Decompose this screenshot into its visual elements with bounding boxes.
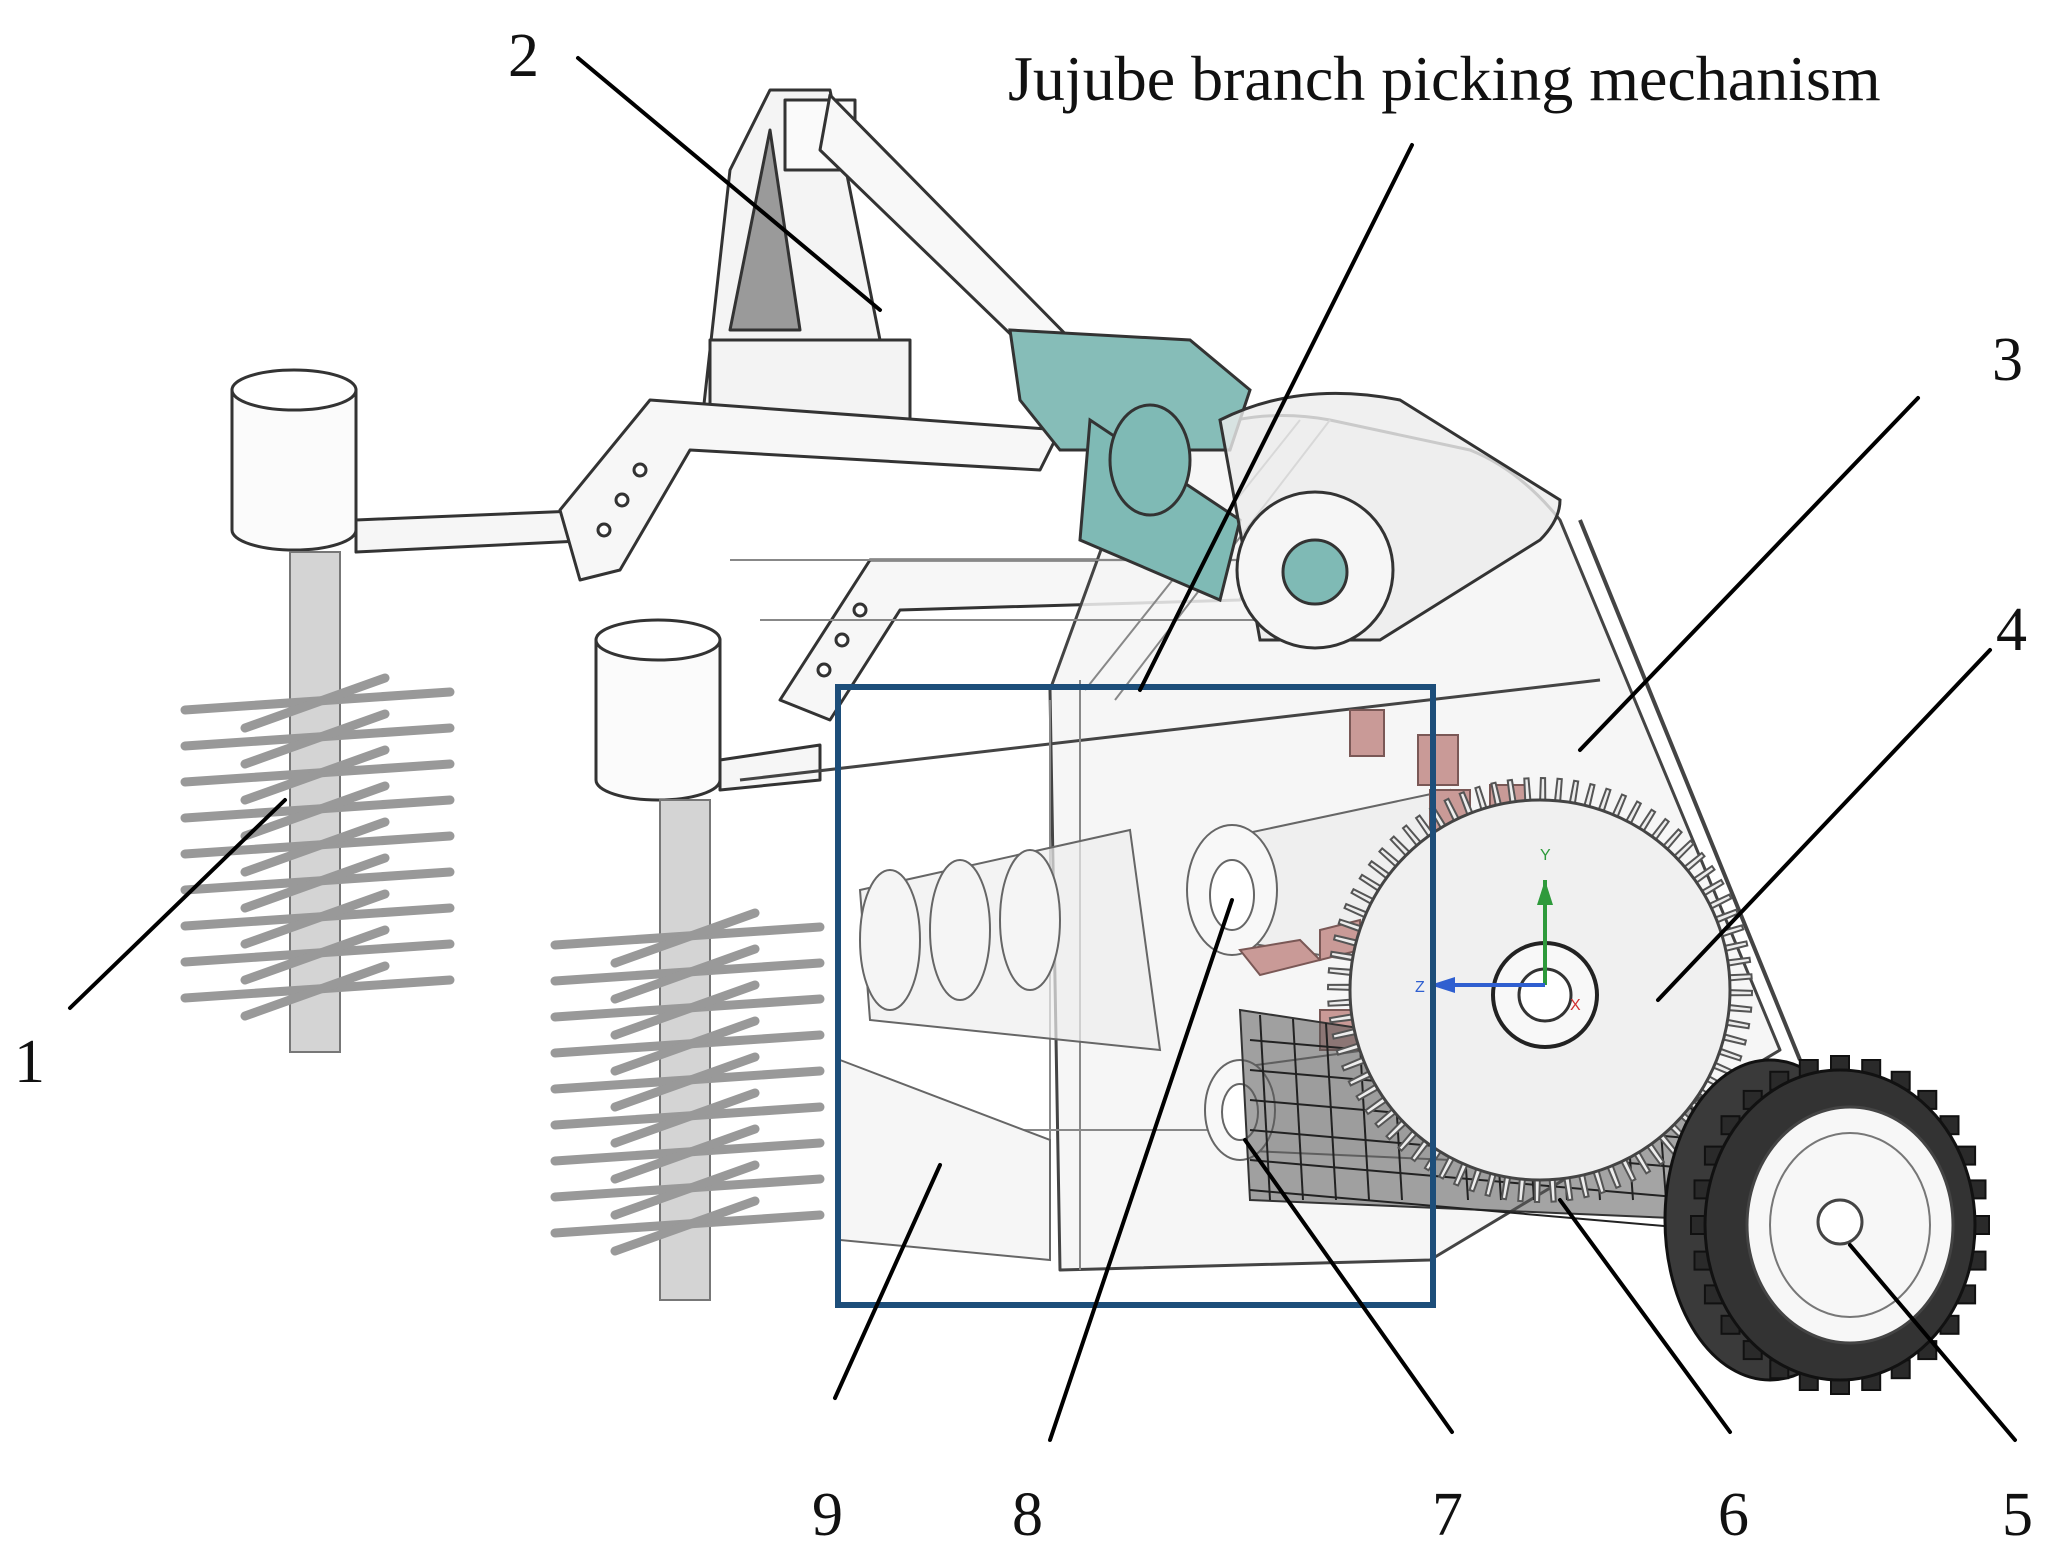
- middle-bristle: [610, 1088, 760, 1148]
- belt-pulley: [1218, 391, 1562, 650]
- brush-shaker-middle: [550, 618, 825, 1301]
- label-1: 1: [14, 1028, 45, 1096]
- mesh-line: [1259, 1014, 1271, 1201]
- leader-line-3: [1578, 396, 1920, 752]
- axis-y-label: Y: [1540, 847, 1551, 864]
- middle-bristle: [610, 1160, 760, 1220]
- leader-line-6: [1558, 1198, 1732, 1434]
- leader-line-2: [576, 56, 882, 312]
- motor-end: [1108, 403, 1192, 517]
- mesh-line: [1292, 1018, 1304, 1201]
- left-bristle: [240, 709, 390, 769]
- left-bristle: [240, 961, 390, 1021]
- hitch-hole-1: [632, 462, 648, 478]
- collection-chute: [839, 1058, 1051, 1262]
- leader-line-4: [1656, 648, 1992, 1002]
- housing-top-edge: [739, 678, 1601, 782]
- mesh-line: [1249, 1159, 1711, 1201]
- label-2: 2: [508, 22, 539, 90]
- hitch-hole-6: [816, 662, 832, 678]
- label-4: 4: [1996, 596, 2027, 664]
- mesh-line: [1325, 1022, 1337, 1201]
- axis-triad: Y Z X: [1415, 847, 1581, 1014]
- leader-line-1: [68, 798, 287, 1010]
- large-gear: [1326, 776, 1754, 1204]
- brush-motor-left-top: [230, 368, 358, 412]
- middle-bristle: [610, 1052, 760, 1112]
- label-3: 3: [1992, 326, 2023, 394]
- upper-roller-hub: [1209, 859, 1255, 931]
- left-bristle: [240, 817, 390, 877]
- mesh-line: [1249, 1189, 1711, 1231]
- hitch-hole-4: [852, 602, 868, 618]
- pulley-hub: [1281, 538, 1349, 606]
- arm-middle: [718, 743, 822, 792]
- hitch-hole-3: [596, 522, 612, 538]
- axis-x-label: X: [1570, 997, 1581, 1014]
- brush-bristles-left: [180, 673, 455, 1021]
- wheel-hub: [1816, 1198, 1864, 1246]
- trigger-block-2: [1417, 734, 1459, 786]
- leader-line-title: [1138, 143, 1414, 692]
- hitch-hole-2: [614, 492, 630, 508]
- label-9: 9: [812, 1481, 843, 1549]
- wheel-rim-inner: [1769, 1132, 1931, 1318]
- label-6: 6: [1718, 1481, 1749, 1549]
- middle-bristle: [610, 908, 760, 968]
- trigger-block-1: [1349, 709, 1385, 757]
- axis-y-arrow: [1537, 880, 1553, 905]
- housing-rim: [1578, 519, 1802, 1061]
- middle-bristle: [610, 944, 760, 1004]
- brush-motor-left: [230, 388, 358, 552]
- brush-motor-middle: [594, 638, 722, 802]
- leader-line-7: [1243, 1138, 1454, 1434]
- auger-disc-2: [929, 859, 991, 1001]
- axis-z-label: Z: [1415, 979, 1425, 996]
- leader-line-8: [1048, 898, 1234, 1442]
- auger-disc-1: [859, 869, 921, 1011]
- leader-line-5: [1848, 1243, 2017, 1442]
- diagram-title: Jujube branch picking mechanism: [1008, 43, 1881, 114]
- left-bristle: [240, 925, 390, 985]
- middle-bristle: [610, 980, 760, 1040]
- left-bristle: [240, 781, 390, 841]
- lower-hitch-arm-left: [558, 398, 1062, 582]
- label-7: 7: [1432, 1481, 1463, 1549]
- brush-bristles-middle: [550, 908, 825, 1256]
- middle-bristle: [610, 1196, 760, 1256]
- label-5: 5: [2002, 1481, 2033, 1549]
- auger-disc-3: [999, 849, 1061, 991]
- ground-wheel: [1663, 1055, 1990, 1395]
- left-bristle: [240, 673, 390, 733]
- middle-bristle: [610, 1124, 760, 1184]
- middle-bristle: [610, 1016, 760, 1076]
- left-bristle: [240, 853, 390, 913]
- left-bristle: [240, 745, 390, 805]
- leader-lines: [68, 56, 2017, 1442]
- axis-z-arrow: [1430, 977, 1455, 993]
- left-bristle: [240, 889, 390, 949]
- picking-mechanism-highlight-box: [835, 684, 1436, 1308]
- hitch-hole-5: [834, 632, 850, 648]
- leader-line-9: [833, 1163, 942, 1400]
- brush-shaker-left: [180, 368, 455, 1053]
- label-8: 8: [1012, 1481, 1043, 1549]
- brush-motor-middle-top: [594, 618, 722, 662]
